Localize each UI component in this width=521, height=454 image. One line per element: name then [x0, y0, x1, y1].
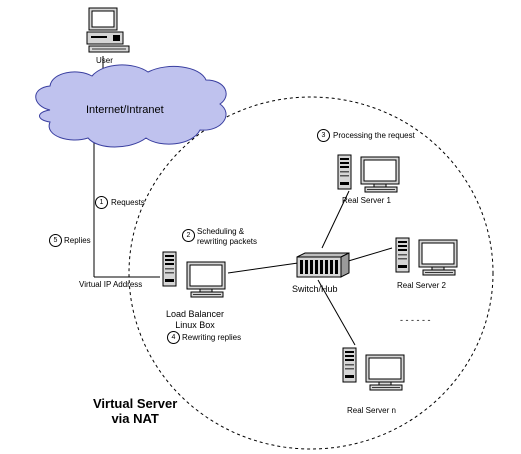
- step-2-label: Scheduling & rewriting packets: [197, 227, 258, 246]
- real-server-1-computer-icon: [337, 154, 400, 193]
- switch-to-servern-line: [317, 279, 356, 346]
- virtual-ip-label: Virtual IP Address: [79, 280, 143, 289]
- switch-hub-icon: [296, 252, 350, 278]
- step-4-badge: 4: [167, 331, 180, 344]
- real-server-1-label: Real Server 1: [342, 196, 391, 205]
- diagram-title: Virtual Server via NAT: [93, 396, 177, 426]
- step-3-badge: 3: [317, 129, 330, 142]
- step-1-label: Requests: [111, 198, 145, 207]
- step-4-label: Rewriting replies: [182, 333, 242, 342]
- title-line-2: via NAT: [111, 411, 159, 426]
- step-3-label: Processing the request: [333, 131, 415, 140]
- internet-cloud: [35, 64, 227, 148]
- step-2-badge: 2: [182, 229, 195, 242]
- load-balancer-label: Load Balancer Linux Box: [165, 309, 225, 330]
- lb-to-switch-line: [227, 262, 299, 274]
- user-label: User: [96, 56, 113, 65]
- step-5-label: Replies: [64, 236, 91, 245]
- real-server-2-computer-icon: [395, 237, 458, 276]
- connection-lines: [93, 56, 393, 346]
- real-server-n-computer-icon: [342, 347, 405, 391]
- step-1-badge: 1: [95, 196, 108, 209]
- cloud-label: Internet/Intranet: [86, 104, 164, 116]
- user-computer-icon: [86, 7, 130, 53]
- load-balancer-computer-icon: [162, 251, 226, 298]
- step-5-badge: 5: [49, 234, 62, 247]
- switch-to-server1-line: [321, 190, 350, 249]
- real-server-2-label: Real Server 2: [397, 281, 446, 290]
- real-server-n-label: Real Server n: [347, 406, 396, 415]
- switch-to-server2-line: [344, 247, 393, 263]
- virtual-server-boundary: [128, 96, 494, 450]
- title-line-1: Virtual Server: [93, 396, 178, 411]
- switch-label: Switch/Hub: [292, 284, 338, 294]
- more-servers-ellipsis: - - - - - -: [400, 315, 431, 325]
